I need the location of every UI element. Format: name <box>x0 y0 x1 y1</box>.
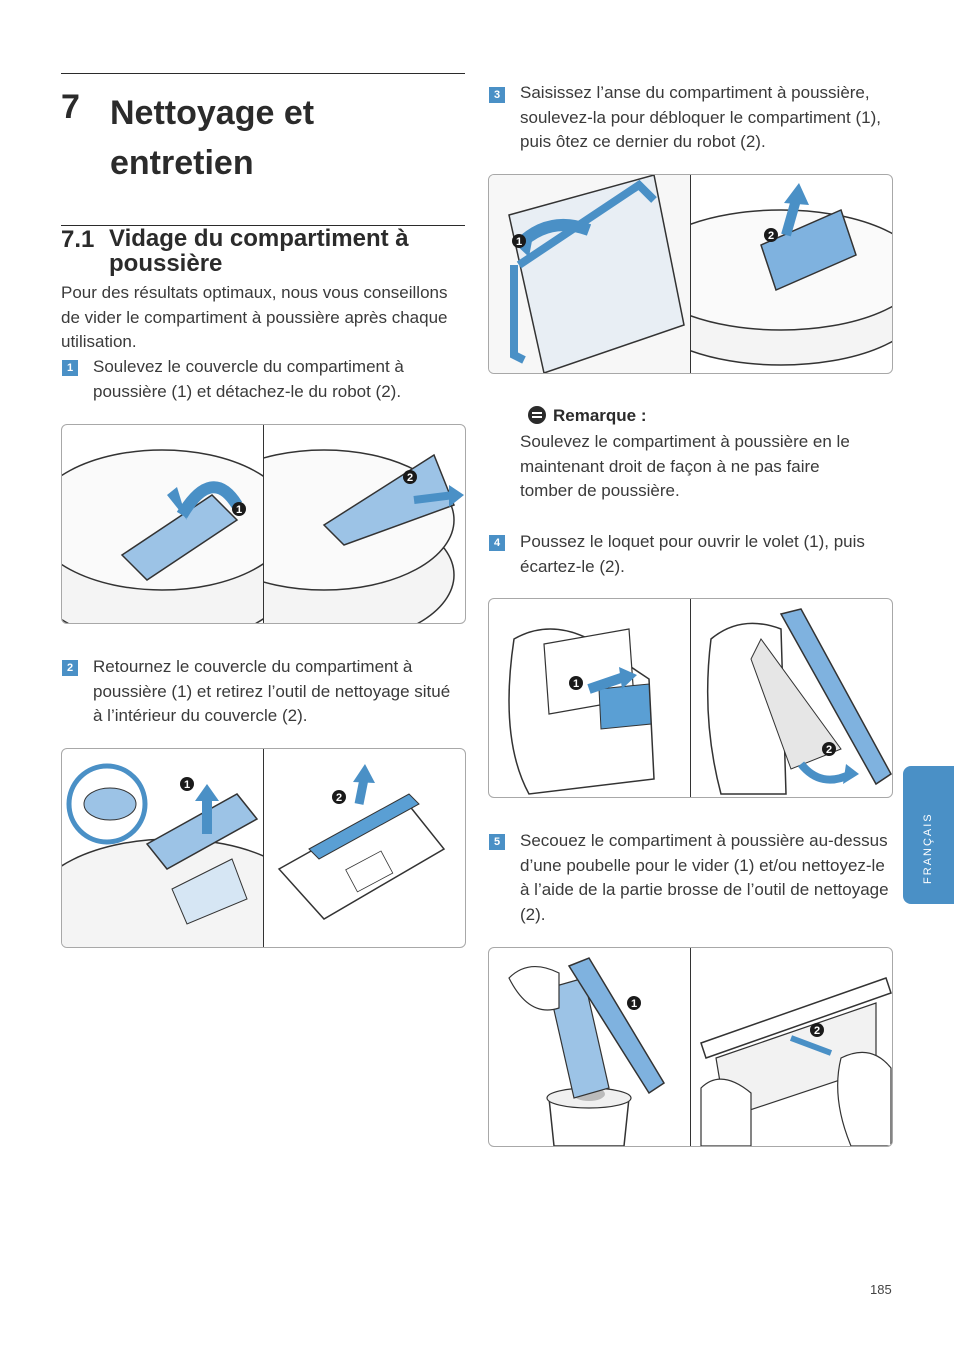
chapter-title: Nettoyage et entretien <box>110 94 315 182</box>
illustration-empty-bin: 1 <box>508 957 666 1146</box>
illustration-remove-tool: 2 <box>277 764 446 920</box>
step-4-text: Poussez le loquet pour ouvrir le volet (… <box>520 532 865 576</box>
note-title: Remarque : <box>553 406 647 425</box>
illustration-brush-clean: 2 <box>700 977 892 1146</box>
page-number: 185 <box>870 1282 892 1297</box>
figure-step-3: 1 2 <box>488 174 893 374</box>
callout-2: 2 <box>826 744 832 756</box>
illustration-open-flap: 2 <box>706 608 892 795</box>
note-icon <box>528 406 546 424</box>
callout-2: 2 <box>768 230 774 242</box>
callout-2: 2 <box>336 792 342 804</box>
section-top-rule <box>61 225 465 226</box>
figure-step-2: 1 2 <box>61 748 466 948</box>
callout-1: 1 <box>573 678 579 690</box>
language-side-tab: FRANÇAIS <box>903 766 954 904</box>
step-5-badge: 5 <box>489 834 505 850</box>
callout-1: 1 <box>516 236 522 248</box>
illustration-lift-handle: 1 <box>489 175 690 373</box>
step-1-text: Soulevez le couvercle du compartiment à … <box>93 357 404 401</box>
illustration-detach-lid: 2 <box>264 449 464 623</box>
step-5-text: Secouez le compartiment à poussière au-d… <box>520 831 889 924</box>
illustration-remove-compartment: 2 <box>691 183 892 366</box>
chapter-top-rule <box>61 73 465 74</box>
step-2-badge: 2 <box>62 660 78 676</box>
illustration-flip-lid: 1 <box>62 763 263 947</box>
step-3-text: Saisissez l’anse du compartiment à pouss… <box>520 83 881 151</box>
language-label: FRANÇAIS <box>922 812 934 884</box>
illustration-push-latch: 1 <box>508 628 655 795</box>
figure-step-1: 1 2 <box>61 424 466 624</box>
callout-1: 1 <box>631 998 637 1010</box>
step-2-text: Retournez le couvercle du compartiment à… <box>93 657 451 725</box>
figure-step-5: 1 2 <box>488 947 893 1147</box>
chapter-number: 7 <box>61 88 80 126</box>
callout-2: 2 <box>814 1025 820 1037</box>
section-number: 7.1 <box>61 226 95 253</box>
step-1-badge: 1 <box>62 360 78 376</box>
note-text: Soulevez le compartiment à poussière en … <box>520 432 850 500</box>
step-3-badge: 3 <box>489 87 505 103</box>
callout-2: 2 <box>407 472 413 484</box>
figure-step-4: 1 2 <box>488 598 893 798</box>
figure-divider <box>263 749 264 947</box>
section-intro: Pour des résultats optimaux, nous vous c… <box>61 283 448 351</box>
figure-divider <box>690 599 691 797</box>
figure-divider <box>690 948 691 1146</box>
section-title: Vidage du compartiment à poussière <box>109 225 409 277</box>
step-4-badge: 4 <box>489 535 505 551</box>
callout-1: 1 <box>184 779 190 791</box>
illustration-lift-lid: 1 <box>62 449 263 623</box>
callout-1: 1 <box>236 504 242 516</box>
